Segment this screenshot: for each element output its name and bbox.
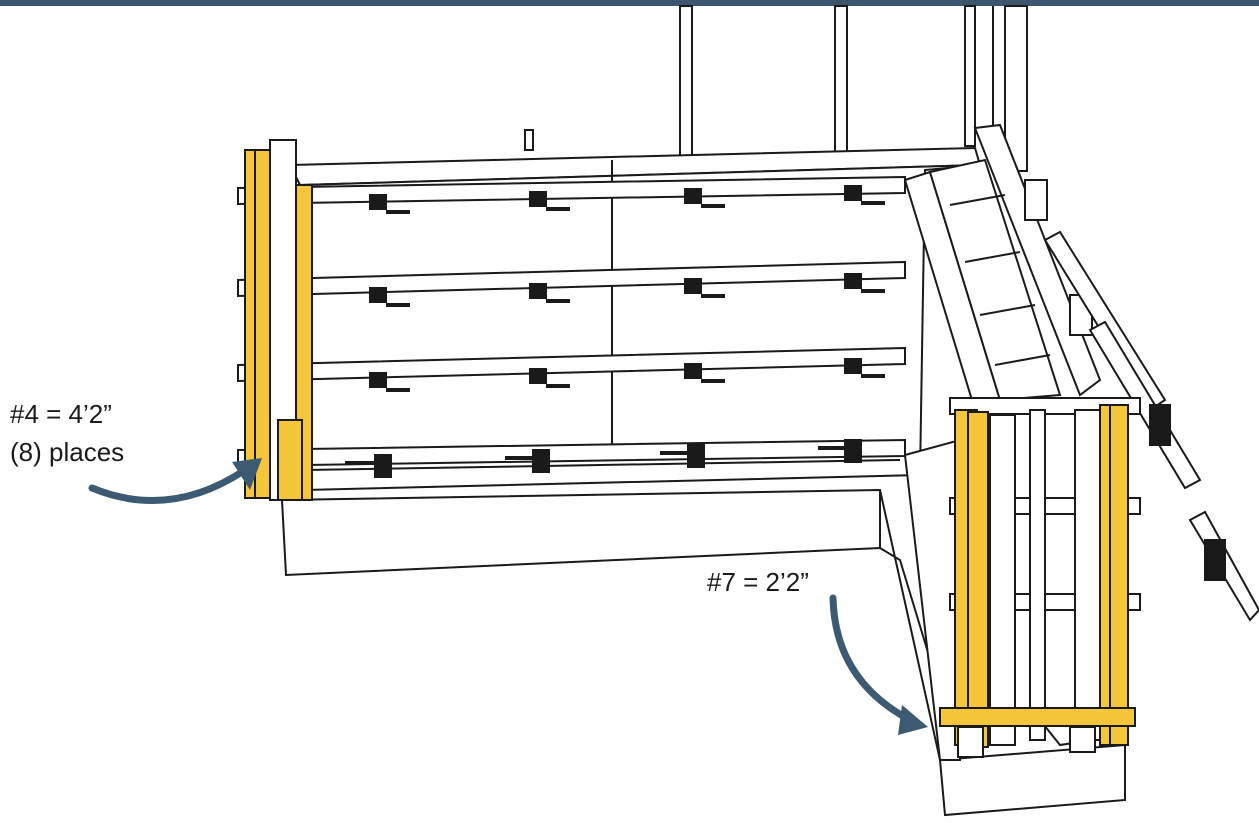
callout-4-size: #4 = 4’2”	[10, 399, 112, 429]
push-pull-brace	[1043, 230, 1259, 622]
callout-7-size: #7 = 2’2”	[707, 567, 809, 597]
curved-arrow-icon	[88, 466, 249, 504]
callout-arrow-1	[88, 458, 262, 504]
callout-arrow-2	[829, 594, 928, 735]
wall-posts	[679, 5, 1028, 172]
left-end-stiffeners	[244, 139, 313, 501]
walers	[237, 175, 906, 471]
header-bar	[0, 0, 1259, 6]
curved-arrow-icon	[829, 594, 914, 724]
callout-4-quantity: (8) places	[10, 437, 125, 467]
clamps	[345, 185, 885, 478]
right-end-frame	[939, 397, 1141, 758]
